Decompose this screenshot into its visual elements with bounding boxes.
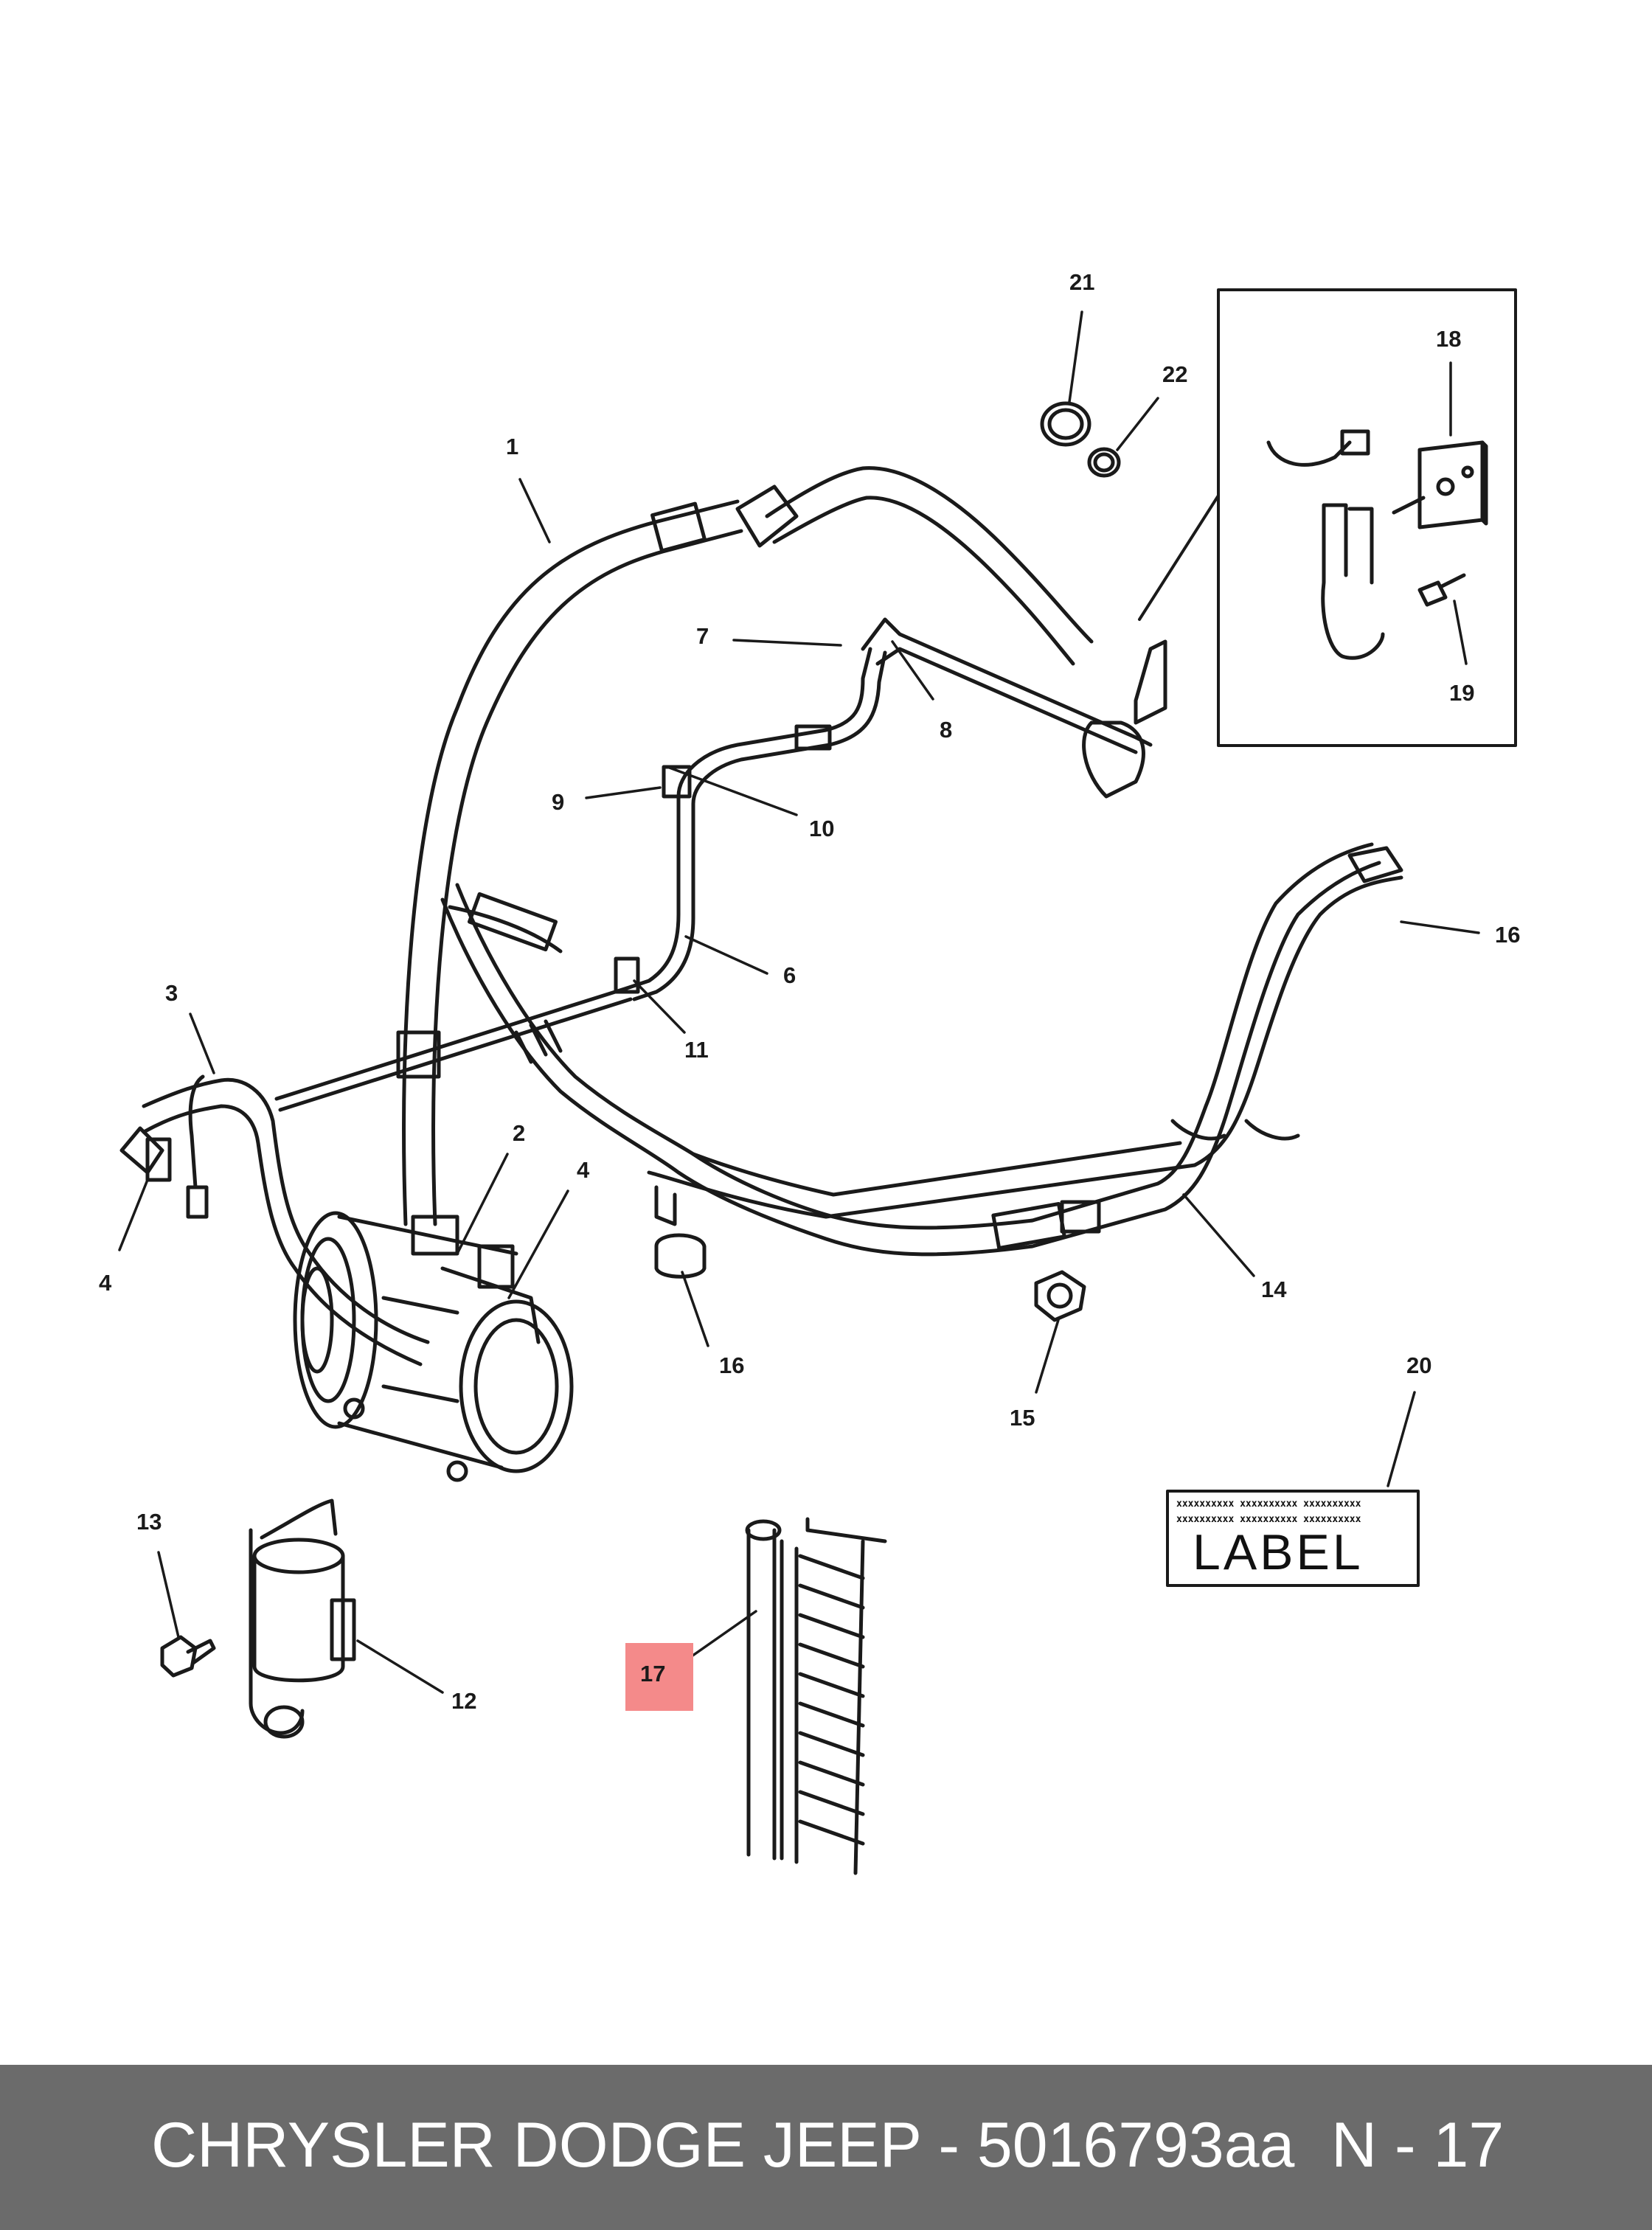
suction-hose-part-1 — [396, 466, 1094, 1226]
callout-13: 13 — [136, 1509, 162, 1535]
callout-17: 17 — [640, 1661, 665, 1687]
callout-10: 10 — [809, 816, 834, 841]
parts-diagram: 1 2 3 4 4 6 7 8 9 10 11 12 13 14 15 16 1… — [99, 269, 1520, 1875]
callout-14: 14 — [1261, 1276, 1287, 1302]
callout-4-right: 4 — [577, 1157, 590, 1183]
leader-lines — [118, 310, 1480, 1694]
callout-3: 3 — [165, 980, 178, 1006]
callout-numbers: 1 2 3 4 4 6 7 8 9 10 11 12 13 14 15 16 1… — [99, 269, 1520, 1714]
footer-ref: N - 17 — [1331, 2110, 1504, 2181]
callout-9: 9 — [552, 789, 564, 815]
o-ring-part-21 — [1040, 401, 1092, 447]
clamp-part-4-left — [145, 1137, 172, 1182]
o-ring-part-22 — [1087, 447, 1121, 478]
highlight-box — [625, 1643, 693, 1711]
liquid-line-part-6 — [614, 617, 1167, 1001]
callout-1: 1 — [506, 434, 518, 459]
callout-4-left: 4 — [99, 1270, 112, 1296]
callout-19: 19 — [1449, 680, 1474, 706]
bolt-part-13 — [160, 1635, 216, 1678]
callout-16-right: 16 — [1495, 922, 1520, 948]
callout-7: 7 — [696, 623, 709, 649]
inset-box — [1138, 288, 1517, 747]
callout-21: 21 — [1069, 269, 1094, 295]
label-part-20 — [1166, 1490, 1420, 1587]
nut-part-15 — [1034, 1270, 1086, 1322]
clip-part-16-lower — [654, 1185, 707, 1279]
callout-16-lower: 16 — [719, 1352, 744, 1378]
callout-6: 6 — [783, 962, 796, 988]
discharge-line-part-3 — [119, 986, 633, 1366]
footer-bar: CHRYSLER DODGE JEEP - 5016793aa N - 17 — [0, 2065, 1652, 2230]
callout-20: 20 — [1406, 1352, 1431, 1378]
label-part-20-contents: xxxxxxxxxx xxxxxxxxxx xxxxxxxxxx xxxxxxx… — [1176, 1498, 1364, 1580]
callout-12: 12 — [451, 1688, 476, 1714]
receiver-drier-part-12 — [249, 1498, 356, 1739]
label-fine-print-2: xxxxxxxxxx xxxxxxxxxx xxxxxxxxxx — [1176, 1514, 1361, 1525]
condenser-part-17 — [745, 1517, 887, 1875]
label-text: LABEL — [1193, 1524, 1364, 1580]
callout-18: 18 — [1436, 326, 1461, 352]
compressor — [293, 1211, 574, 1482]
callout-15: 15 — [1010, 1405, 1035, 1431]
callout-2: 2 — [513, 1120, 525, 1146]
callout-22: 22 — [1162, 361, 1187, 387]
label-fine-print-1: xxxxxxxxxx xxxxxxxxxx xxxxxxxxxx — [1176, 1498, 1361, 1510]
footer-title: CHRYSLER DODGE JEEP - 5016793aa — [151, 2110, 1295, 2181]
callout-8: 8 — [940, 717, 952, 743]
callout-11: 11 — [684, 1037, 709, 1063]
hose-part-14 — [440, 842, 1403, 1257]
